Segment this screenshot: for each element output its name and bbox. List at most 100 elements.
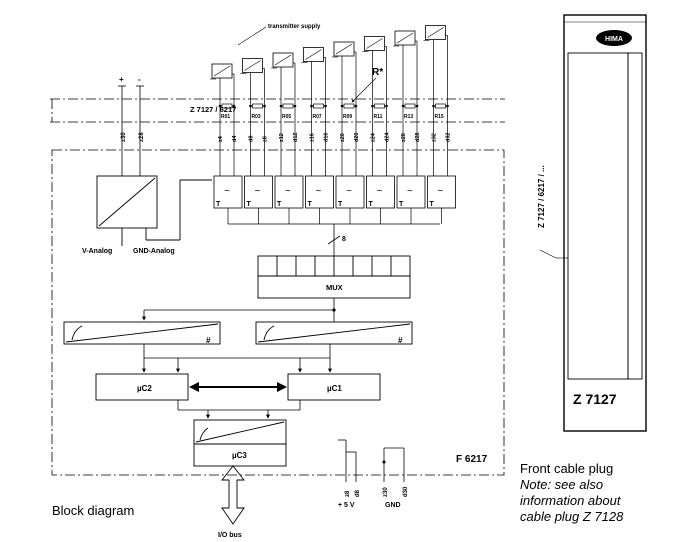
transmitter-box — [425, 25, 446, 40]
io-bus-label: I/O bus — [218, 532, 242, 539]
pin-label: d8 — [249, 136, 255, 142]
power-lines — [338, 439, 405, 482]
transmitter-box — [364, 36, 385, 51]
module-boundary — [51, 149, 505, 476]
junction-dot — [354, 104, 358, 108]
pin-label: z8 — [263, 136, 269, 142]
uc3-label: µC3 — [232, 451, 247, 460]
analog-pin-z28: z28 — [139, 132, 145, 142]
filter-symbol: ~ — [377, 186, 383, 197]
filter-symbol: ~ — [224, 186, 230, 197]
pin-label: z4 — [218, 135, 224, 142]
junction-dot — [232, 104, 236, 108]
resistor — [435, 103, 446, 109]
pin-label: d28 — [415, 133, 421, 142]
transmitter-box — [394, 30, 416, 46]
bottom-pin-z30: z30 — [383, 487, 389, 497]
junction-dot — [385, 104, 388, 108]
filter-t-label: T — [277, 201, 282, 208]
bottom-pin-d30: d30 — [403, 486, 409, 497]
filter-t-label: T — [247, 201, 252, 208]
junction-dot — [432, 104, 435, 108]
isolation-converter — [96, 175, 212, 246]
uc-uc3-links — [177, 400, 301, 419]
pin-label: z28 — [401, 133, 407, 142]
hima-logo-text: HIMA — [605, 36, 623, 43]
filter-symbol: ~ — [407, 186, 413, 197]
transmitter-slash — [396, 32, 414, 44]
module-label: F 6217 — [456, 454, 488, 465]
resistor — [343, 103, 355, 109]
junction-dot — [324, 104, 327, 108]
resistor-label: R09 — [343, 114, 352, 120]
r-star-leader — [351, 77, 377, 103]
note-line-3: cable plug Z 7128 — [520, 509, 624, 524]
pin-label: d12 — [293, 133, 299, 142]
filter-symbol: ~ — [316, 186, 322, 197]
hima-logo — [596, 30, 632, 46]
junction-dot — [415, 104, 419, 108]
power-junction — [382, 460, 386, 464]
pin-label: z20 — [340, 133, 346, 142]
uc2-label: µC2 — [137, 384, 152, 393]
uc-link-arrow-right — [277, 382, 287, 392]
junction-dot — [371, 104, 374, 108]
transmitter-box — [333, 41, 355, 57]
resistor-label: R03 — [252, 114, 261, 120]
note-line-2: information about — [520, 493, 621, 508]
mux-label: MUX — [326, 283, 343, 292]
analog-minus-sign: - — [138, 75, 141, 84]
adc-uc-links — [142, 344, 332, 373]
transmitter-slash — [274, 54, 292, 66]
front-plug — [563, 14, 647, 432]
uc3-block — [193, 419, 287, 467]
transmitter-box — [272, 52, 294, 68]
junction-dot — [279, 104, 283, 108]
front-cable-caption: Front cable plug Note: see also informat… — [520, 461, 623, 525]
gnd-label: GND — [385, 502, 401, 509]
adc-left-hash: # — [206, 336, 211, 345]
pin-label: d4 — [232, 135, 238, 142]
filter-t-label: T — [338, 201, 343, 208]
io-bus-arrow — [221, 465, 245, 525]
mux-adc-links — [142, 298, 335, 322]
filter-bank: ~T~T~T~T~T~T~T~T — [213, 175, 456, 224]
transmitter-slash — [244, 60, 261, 71]
transmitter-box — [242, 58, 263, 73]
pin-label: d24 — [385, 132, 391, 142]
transmitter-slash — [335, 43, 353, 55]
transmitter-slash — [427, 27, 444, 38]
filter-t-label: T — [399, 201, 404, 208]
resistor-label: R05 — [282, 114, 291, 120]
pin-label: z16 — [310, 133, 316, 142]
analog-plus-sign: + — [119, 75, 124, 84]
pin-label: d32 — [446, 133, 452, 142]
junction-dot — [310, 104, 313, 108]
front-name: Z 7127 — [573, 391, 617, 407]
junction-dot — [263, 104, 266, 108]
analog-pin-z30: z30 — [121, 132, 127, 142]
resistor — [252, 103, 263, 109]
plus5v-label: + 5 V — [338, 502, 355, 509]
resistor-label: R01 — [221, 114, 230, 120]
junction-dot — [446, 104, 449, 108]
filter-t-label: T — [430, 201, 435, 208]
resistor — [313, 103, 324, 109]
v-analog-label: V-Analog — [82, 248, 112, 255]
resistor-label: R11 — [374, 114, 383, 120]
junction-dot — [340, 104, 344, 108]
cable-plug-band — [50, 98, 505, 123]
bottom-pin-d8: d8 — [355, 489, 361, 497]
transmitter-slash — [366, 38, 383, 49]
transmitter-slash — [213, 65, 231, 77]
block-diagram-caption: Block diagram — [52, 503, 135, 518]
filter-symbol: ~ — [438, 186, 444, 197]
resistor — [374, 103, 385, 109]
note-line-1: Note: see also — [520, 477, 604, 492]
front-cable-title: Front cable plug — [520, 461, 614, 476]
junction-dot — [401, 104, 405, 108]
transmitter-box — [303, 47, 324, 62]
